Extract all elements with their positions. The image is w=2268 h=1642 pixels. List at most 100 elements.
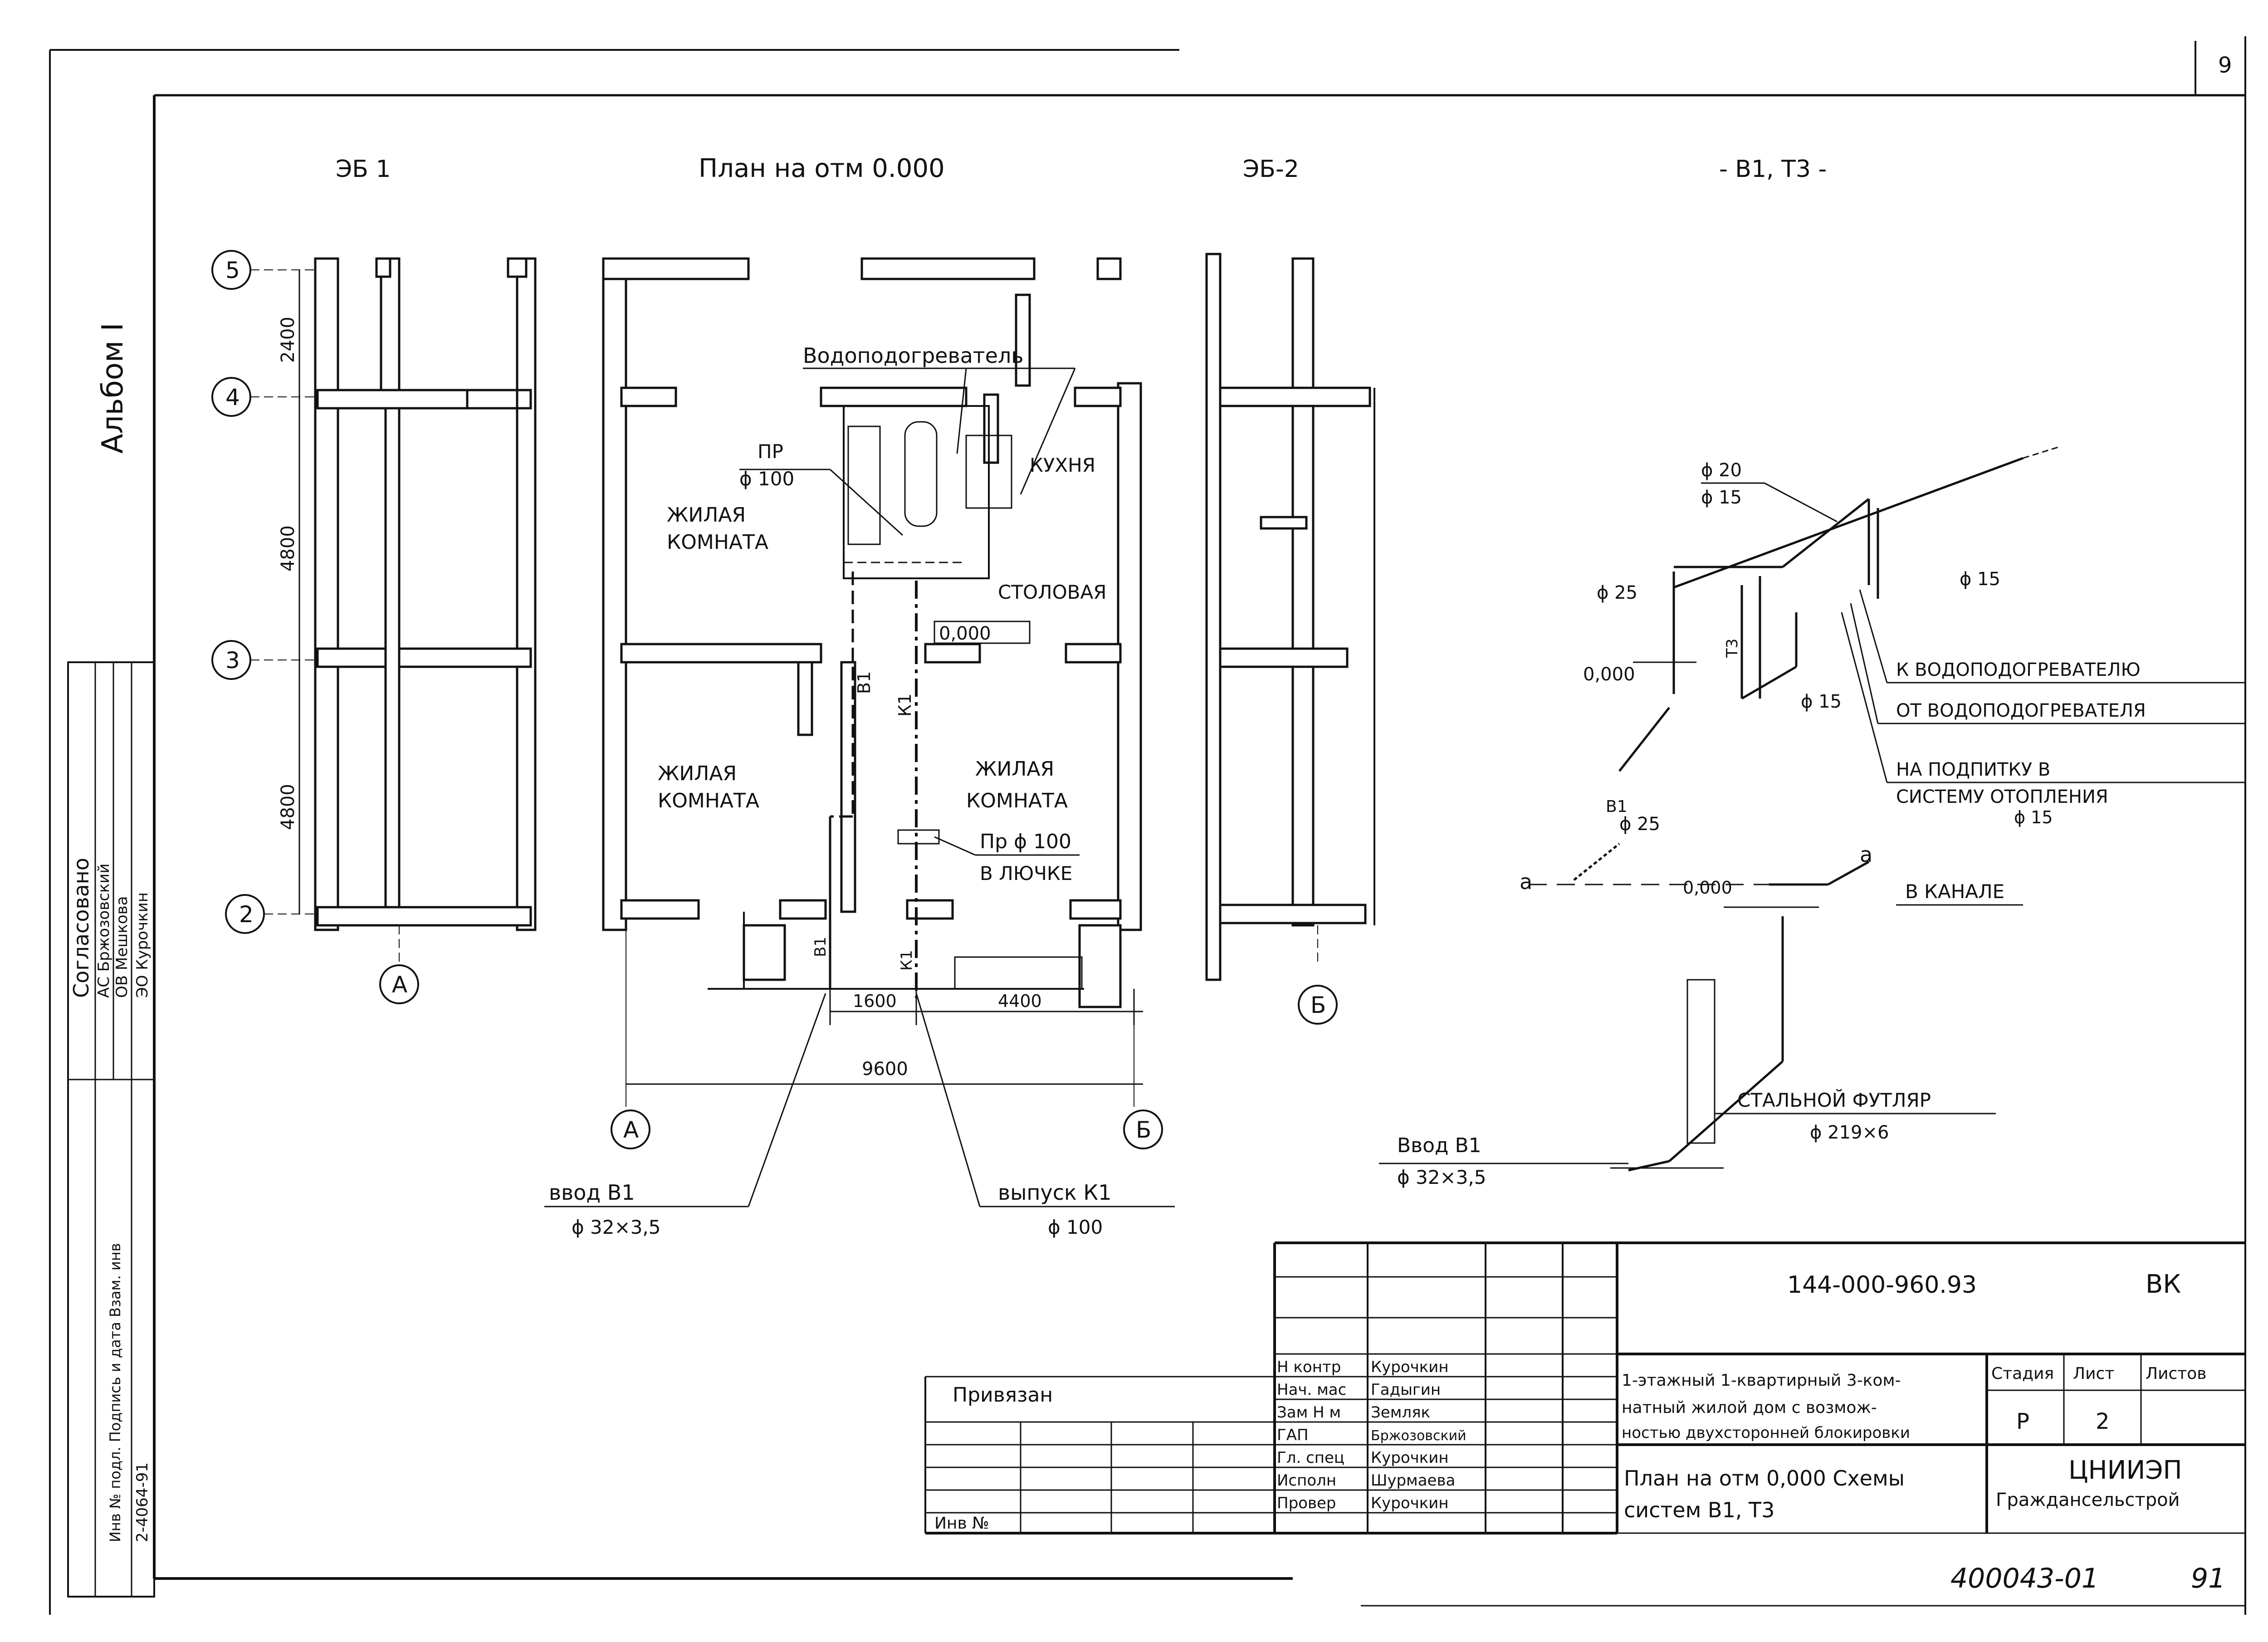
dim-9600: 9600 [862, 1059, 908, 1080]
scheme-d15-right: ϕ 15 [1960, 569, 2000, 590]
scheme-labels: ϕ 20 ϕ 15 ϕ 25 ϕ 15 ϕ 15 0,000 0,000 В1 … [1379, 460, 2245, 1188]
scheme-mark-a-right: а [1860, 842, 1872, 867]
pr-cleanout-location: В ЛЮЧКЕ [980, 862, 1072, 885]
pipe-b1-label-2: В1 [811, 937, 830, 957]
scheme-d25-bottom: ϕ 25 [1619, 814, 1660, 835]
dim-1600: 1600 [853, 991, 897, 1011]
pipe-k1-label-2: К1 [898, 950, 916, 971]
drawing-mark: ВК [2146, 1270, 2181, 1299]
scheme-d20: ϕ 20 [1701, 460, 1742, 481]
axis-label-b-plan: Б [1136, 1117, 1151, 1143]
room-living-2-a: ЖИЛАЯ [658, 762, 737, 785]
approved-label: Согласовано [69, 858, 93, 998]
inventory-number: 2-4064-91 [133, 1462, 152, 1542]
staff-role-2: Нач. мас [1277, 1381, 1346, 1399]
central-plan [602, 257, 1142, 1008]
scheme-d15-top: ϕ 15 [1701, 487, 1742, 508]
scheme-title: - В1, Т3 - [1719, 156, 1827, 183]
makeup-label-2: СИСТЕМУ ОТОПЛЕНИЯ [1896, 787, 2108, 807]
page-number: 9 [2218, 53, 2232, 78]
project-desc-3: ностью двухсторонней блокировки [1622, 1424, 1910, 1442]
makeup-label-1: НА ПОДПИТКУ В [1896, 759, 2050, 780]
axis-label-3: 3 [225, 647, 240, 674]
staff-name-1: Курочкин [1371, 1358, 1449, 1376]
attached-label: Привязан [953, 1383, 1053, 1407]
plan-title: План на отм 0.000 [699, 154, 945, 183]
row-dim-4800-b: 4800 [278, 784, 298, 830]
inventory-labels: Инв № подл. Подпись и дата Взам. инв [107, 1243, 124, 1542]
staff-role-7: Провер [1277, 1494, 1336, 1512]
axis-row-4: 4 [211, 377, 318, 417]
sheet-value: 2 [2096, 1409, 2110, 1434]
axis-label-4: 4 [225, 384, 240, 410]
scheme-inlet-size: ϕ 32×3,5 [1397, 1166, 1486, 1188]
left-block-plan [314, 257, 537, 931]
axis-label-2: 2 [239, 901, 254, 928]
outlet-k1-label: выпуск К1 [998, 1180, 1111, 1205]
makeup-diameter: ϕ 15 [2014, 807, 2053, 827]
axis-label-a-left: А [392, 972, 407, 998]
row-dim-4800-a: 4800 [278, 525, 298, 572]
scheme-level-b: 0,000 [1683, 878, 1732, 898]
staff-role-4: ГАП [1277, 1426, 1309, 1444]
staff-name-6: Шурмаева [1371, 1471, 1455, 1490]
plan-callouts: ввод В1 ϕ 32×3,5 выпуск К1 ϕ 100 [544, 993, 1175, 1238]
staff-name-5: Курочкин [1371, 1449, 1449, 1467]
left-section-title: ЭБ 1 [336, 156, 391, 183]
album-label: Альбом I [96, 323, 130, 454]
outlet-k1-size: ϕ 100 [1048, 1216, 1103, 1238]
staff-role-6: Исполн [1277, 1471, 1336, 1490]
drawing-code: 144-000-960.93 [1787, 1271, 1977, 1299]
room-living-1-a: ЖИЛАЯ [667, 503, 746, 527]
pipe-b1-label: В1 [854, 671, 874, 694]
pipe-k1-label: К1 [895, 694, 915, 717]
staff-role-3: Зам Н м [1277, 1403, 1341, 1422]
axis-label-a-plan: А [623, 1117, 639, 1143]
row-dimension-line: 2400 4800 4800 [278, 270, 300, 914]
axis-label-b-right: Б [1310, 992, 1326, 1018]
approval-row-3: ЭО Курочкин [133, 892, 152, 998]
staff-role-5: Гл. спец [1277, 1449, 1344, 1467]
stage-value: Р [2016, 1409, 2029, 1434]
water-heater-label: Водоподогреватель [803, 343, 1023, 368]
plan-dimensions: 1600 4400 9600 А Б [611, 930, 1163, 1149]
inlet-b1-size: ϕ 32×3,5 [572, 1216, 661, 1238]
from-heater-label: ОТ ВОДОПОДОГРЕВАТЕЛЯ [1896, 700, 2146, 721]
staff-role-1: Н контр [1277, 1358, 1341, 1376]
pr-cleanout-label: Пр ϕ 100 [980, 830, 1071, 853]
room-living-2-b: КОМНАТА [658, 789, 759, 812]
axis-label-5: 5 [225, 257, 240, 283]
title-block: 144-000-960.93 ВК Привязан Инв № Н контр… [924, 1241, 2245, 1534]
axis-col-a-left: А [379, 925, 419, 1004]
stage-header: Стадия [1991, 1364, 2054, 1383]
plan-level-mark: 0,000 [939, 623, 991, 644]
room-labels: ЖИЛАЯ КОМНАТА ЖИЛАЯ КОМНАТА ЖИЛАЯ КОМНАТ… [658, 343, 1106, 885]
pr-diameter: ϕ 100 [739, 468, 794, 490]
scheme-mark-a-left: а [1520, 870, 1532, 894]
project-desc-2: натный жилой дом с возмож- [1622, 1398, 1877, 1417]
axis-row-2: 2 [225, 894, 318, 934]
row-dim-2400: 2400 [278, 317, 298, 363]
dim-4400: 4400 [998, 991, 1042, 1011]
staff-name-4: Бржозовский [1371, 1428, 1466, 1444]
in-channel-label: В КАНАЛЕ [1905, 880, 2004, 903]
axis-row-5: 5 [211, 250, 318, 290]
approval-block: Согласовано АС Бржозовский ОВ Мешкова ЭО… [67, 661, 155, 1598]
drawing-title-2: систем В1, Т3 [1624, 1498, 1774, 1522]
org-name-2: Граждансельстрой [1996, 1490, 2180, 1510]
room-kitchen: КУХНЯ [1030, 454, 1095, 476]
drawing-title-1: План на отм 0,000 Схемы [1624, 1466, 1905, 1491]
pr-label: ПР [758, 440, 783, 463]
staff-name-7: Курочкин [1371, 1494, 1449, 1512]
sheet-header: Лист [2073, 1364, 2114, 1383]
footer-page-number: 91 [2191, 1563, 2225, 1594]
scheme-level-a: 0,000 [1583, 664, 1635, 685]
scheme-b1: В1 [1606, 797, 1628, 816]
right-block-plan: Б [1205, 253, 1375, 1025]
scheme-d25-top: ϕ 25 [1597, 582, 1637, 603]
scheme-t3: Т3 [1723, 639, 1741, 658]
right-section-title: ЭБ-2 [1243, 156, 1299, 183]
project-desc-1: 1-этажный 1-квартирный 3-ком- [1622, 1371, 1901, 1390]
